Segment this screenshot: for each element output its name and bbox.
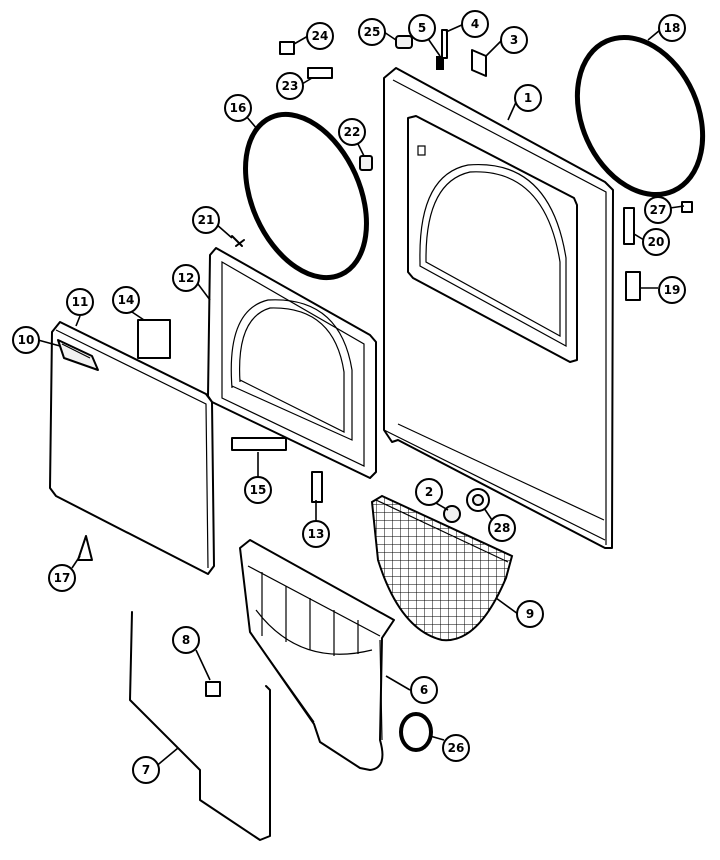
part-20-clip [623,207,635,245]
svg-text:14: 14 [118,293,135,307]
callout-4: 4 [461,10,489,38]
part-13-hinge [311,471,323,503]
callout-14: 14 [112,286,140,314]
part-5-spring [436,56,444,70]
svg-text:24: 24 [312,29,329,43]
part-26-gasket [399,712,433,752]
callout-25: 25 [358,18,386,46]
svg-text:12: 12 [178,271,195,285]
callout-20: 20 [642,228,670,256]
part-17-foot [77,535,93,561]
callout-9: 9 [516,600,544,628]
svg-text:2: 2 [425,485,433,499]
part-8-clip [205,681,221,697]
callout-7: 7 [132,756,160,784]
callout-10: 10 [12,326,40,354]
svg-text:21: 21 [198,213,215,227]
part-27-clip [681,201,693,213]
lint-screen [370,494,514,642]
part-4-pin [441,29,448,59]
callout-6: 6 [410,676,438,704]
svg-text:23: 23 [282,79,299,93]
svg-text:25: 25 [364,25,381,39]
part-3-bracket [471,49,487,77]
svg-text:19: 19 [664,283,681,297]
door-outer-panel [49,321,215,575]
callout-17: 17 [48,564,76,592]
front-panel [383,67,614,549]
callout-2: 2 [415,478,443,506]
svg-text:4: 4 [471,17,479,31]
part-15-strip [231,437,287,451]
part-25-plug [395,35,413,49]
part-14-pad [137,319,171,359]
callout-5: 5 [408,14,436,42]
toe-panel-duct [239,539,395,771]
svg-text:20: 20 [648,235,665,249]
svg-text:10: 10 [18,333,35,347]
panel-seal-ring [574,34,706,198]
callout-1: 1 [514,84,542,112]
svg-text:27: 27 [650,203,667,217]
part-22-nut [359,155,373,171]
callout-27: 27 [644,196,672,224]
panel-seal-ring-inner [580,40,700,192]
svg-text:16: 16 [230,101,247,115]
svg-text:1: 1 [524,91,532,105]
part-21-latch [231,235,245,247]
svg-text:11: 11 [72,295,89,309]
svg-text:5: 5 [418,21,426,35]
callout-21: 21 [192,206,220,234]
svg-text:8: 8 [182,633,190,647]
door-seal-ring [243,111,369,281]
svg-text:7: 7 [142,763,150,777]
part-28-ring-inner [472,494,484,506]
callout-26: 26 [442,734,470,762]
svg-text:6: 6 [420,683,428,697]
svg-text:13: 13 [308,527,325,541]
callout-23: 23 [276,72,304,100]
svg-text:15: 15 [250,483,267,497]
door-seal-ring-inner [248,117,364,275]
callout-19: 19 [658,276,686,304]
callout-8: 8 [172,626,200,654]
callout-16: 16 [224,94,252,122]
svg-text:17: 17 [54,571,71,585]
callout-18: 18 [658,14,686,42]
svg-text:18: 18 [664,21,681,35]
svg-text:9: 9 [526,607,534,621]
part-19-hinge [625,271,641,301]
wire-harness [129,611,271,841]
callout-12: 12 [172,264,200,292]
svg-text:22: 22 [344,125,361,139]
part-24-clip [279,41,295,55]
callout-11: 11 [66,288,94,316]
callout-15: 15 [244,476,272,504]
part-23-hinge [307,67,333,79]
svg-text:28: 28 [494,521,511,535]
callout-3: 3 [500,26,528,54]
callout-13: 13 [302,520,330,548]
callout-22: 22 [338,118,366,146]
callout-28: 28 [488,514,516,542]
svg-text:3: 3 [510,33,518,47]
svg-text:26: 26 [448,741,465,755]
callout-24: 24 [306,22,334,50]
